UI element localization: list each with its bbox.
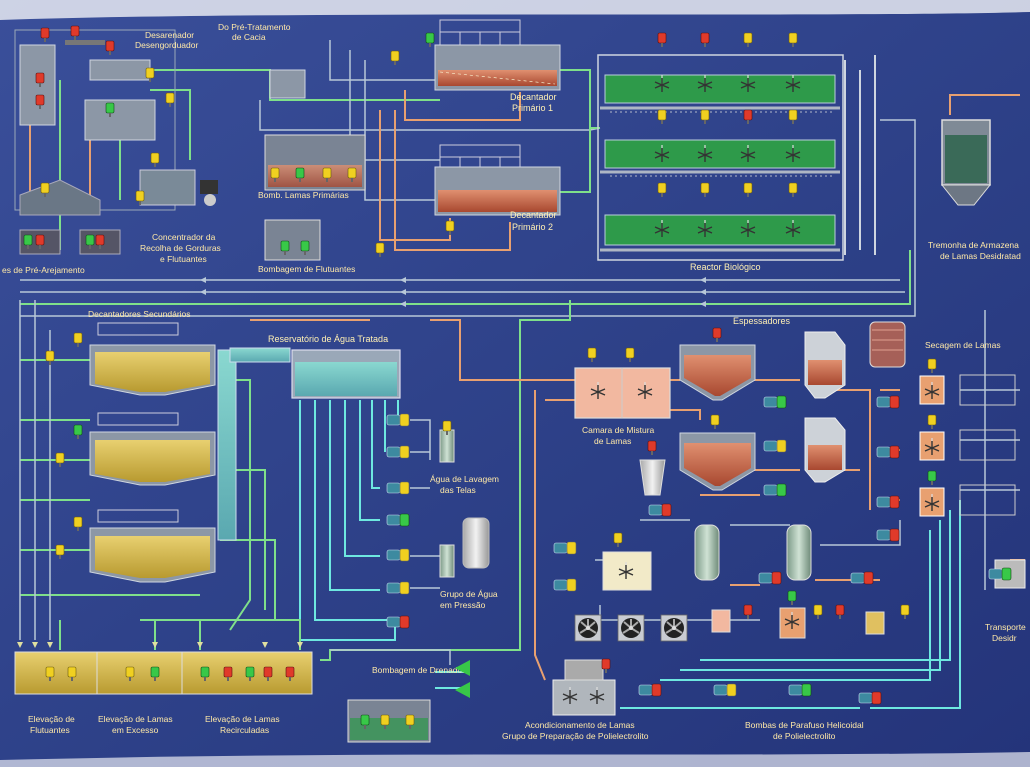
pump-icon	[759, 572, 781, 584]
pump-icon	[859, 692, 881, 704]
label-elevacao-recirc-2: Recirculadas	[220, 725, 269, 735]
digester-2	[805, 418, 845, 482]
pump-icon	[649, 504, 671, 516]
label-camara-2: de Lamas	[594, 436, 631, 446]
pump-icon	[764, 440, 786, 452]
pump-icon	[387, 514, 409, 526]
fan-icon	[661, 615, 687, 641]
label-bombas-parafuso-1: Bombas de Parafuso Helicoidal	[745, 720, 864, 730]
label-bombagem-drenados: Bombagem de Drenados	[372, 665, 467, 675]
label-transporte-1: Transporte	[985, 622, 1026, 632]
gas-holder	[870, 322, 905, 367]
label-concentrador-1: Concentrador da	[152, 232, 216, 242]
label-de-cacia: de Cacia	[232, 32, 266, 42]
pump-icon	[789, 684, 811, 696]
pump-icon	[714, 684, 736, 696]
label-pre-tratamento: Do Pré-Tratamento	[218, 22, 291, 32]
label-transporte-2: Desidr	[992, 633, 1017, 643]
fan-icon	[575, 615, 601, 641]
label-elevacao-flutuantes-1: Elevação de	[28, 714, 75, 724]
float-pump-tank	[265, 220, 320, 260]
label-bombagem-flutuantes: Bombagem de Flutuantes	[258, 264, 355, 274]
label-acondicionamento-2: Grupo de Preparação de Polielectrolito	[502, 731, 649, 741]
pump-icon	[387, 414, 409, 426]
pump-icon	[387, 482, 409, 494]
label-agua-lavagem-2: das Telas	[440, 485, 476, 495]
label-espessadores: Espessadores	[733, 316, 791, 326]
label-concentrador-3: e Flutuantes	[160, 254, 207, 264]
label-decantador-p2-b: Primário 2	[512, 222, 553, 232]
label-elevacao-excesso-1: Elevação de Lamas	[98, 714, 173, 724]
pump-icon	[387, 582, 409, 594]
pump-icon	[387, 549, 409, 561]
label-grupo-agua-2: em Pressão	[440, 600, 486, 610]
label-grupo-agua-1: Grupo de Água	[440, 589, 498, 599]
label-reactor-biologico: Reactor Biológico	[690, 262, 761, 272]
pump-icon	[387, 616, 409, 628]
label-decantador-p1-a: Decantador	[510, 92, 557, 102]
label-reservatorio: Reservatório de Água Tratada	[268, 334, 388, 344]
label-acondicionamento-1: Acondicionamento de Lamas	[525, 720, 635, 730]
pump-icon	[877, 496, 899, 508]
pump-icon	[764, 396, 786, 408]
pump-icon	[851, 572, 873, 584]
clarified-water-channel	[218, 350, 236, 540]
label-secagem: Secagem de Lamas	[925, 340, 1001, 350]
pump-icon	[639, 684, 661, 696]
label-bomb-lamas-primarias: Bomb. Lamas Primárias	[258, 190, 349, 200]
pump-icon	[877, 446, 899, 458]
digester-1	[805, 332, 845, 398]
pump-icon	[989, 568, 1011, 580]
label-decantador-p1-b: Primário 1	[512, 103, 553, 113]
label-elevacao-excesso-2: em Excesso	[112, 725, 159, 735]
pump-icon	[554, 542, 576, 554]
label-concentrador-2: Recolha de Gorduras	[140, 243, 221, 253]
label-tremonha-2: de Lamas Desidratad	[940, 251, 1021, 261]
label-elevacao-flutuantes-2: Flutuantes	[30, 725, 70, 735]
label-desengorduador: Desengorduador	[135, 40, 198, 50]
label-camara-1: Camara de Mistura	[582, 425, 655, 435]
pump-icon	[877, 529, 899, 541]
label-desarenador: Desarenador	[145, 30, 194, 40]
elevation-wells	[15, 652, 312, 694]
label-elevacao-recirc-1: Elevação de Lamas	[205, 714, 280, 724]
pump-icon	[877, 396, 899, 408]
label-agua-lavagem-1: Água de Lavagem	[430, 474, 499, 484]
label-bombas-parafuso-2: de Polielectrolito	[773, 731, 836, 741]
pump-icon	[764, 484, 786, 496]
label-decantador-p2-a: Decantador	[510, 210, 557, 220]
fan-icon	[618, 615, 644, 641]
channel-structure	[270, 70, 305, 98]
pump-icon	[554, 579, 576, 591]
label-pre-arejamento: es de Pré-Arejamento	[2, 265, 85, 275]
label-tremonha-1: Tremonha de Armazena	[928, 240, 1019, 250]
label-decantadores-secundarios: Decantadores Secundários	[88, 309, 191, 319]
pump-icon	[387, 446, 409, 458]
